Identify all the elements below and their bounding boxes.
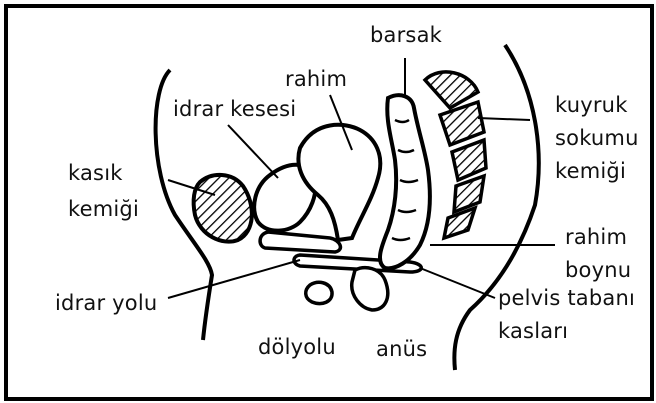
label-idrar-kesesi: idrar kesesi xyxy=(173,96,296,122)
label-kemigi-left: kemiği xyxy=(68,196,139,222)
vaginal-opening xyxy=(306,282,332,303)
label-kaslari: kasları xyxy=(498,318,568,344)
label-idrar-yolu: idrar yolu xyxy=(55,290,157,316)
label-barsak: barsak xyxy=(370,22,442,48)
label-kemigi-right: kemiği xyxy=(555,158,626,184)
uterus xyxy=(298,125,380,240)
label-anus: anüs xyxy=(376,336,427,362)
urethra xyxy=(260,232,340,252)
label-kuyruk: kuyruk xyxy=(555,92,628,118)
tailbone xyxy=(425,72,486,238)
label-rahim: rahim xyxy=(285,66,347,92)
label-pelvis-tabani: pelvis tabanı xyxy=(498,285,635,311)
label-rahim-boynu-2: boynu xyxy=(565,257,631,283)
label-rahim-boynu-1: rahim xyxy=(565,224,627,250)
pelvic-floor xyxy=(352,268,388,310)
label-dolyolu: dölyolu xyxy=(258,334,336,360)
label-sokumu: sokumu xyxy=(555,125,639,151)
pubic-bone xyxy=(194,175,252,242)
label-kasik: kasık xyxy=(68,160,123,186)
